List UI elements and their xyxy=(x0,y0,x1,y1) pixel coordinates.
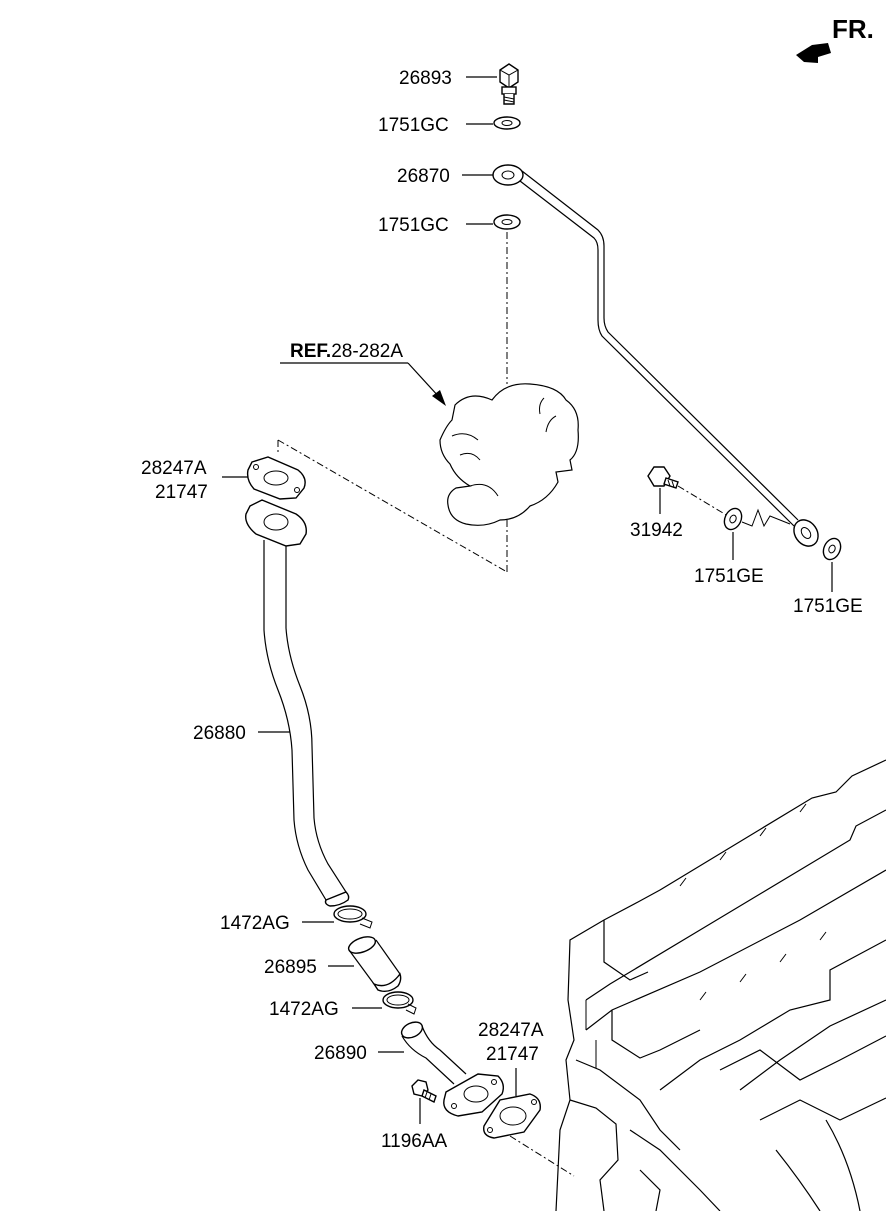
reference-label: REF.28-282A xyxy=(290,341,403,362)
callout-label: 1751GC xyxy=(378,115,449,136)
callout-label: 28247A xyxy=(478,1020,544,1041)
front-arrow-icon xyxy=(796,43,831,63)
engine-block-outline xyxy=(555,759,886,1211)
callout-label: 1196AA xyxy=(381,1131,448,1152)
turbocharger-outline xyxy=(439,383,579,526)
oil-feed-pipe xyxy=(492,164,819,547)
reference-prefix: REF. xyxy=(290,341,331,362)
sealing-washer-lower-2 xyxy=(822,537,842,561)
callout-label: 1751GC xyxy=(378,215,449,236)
rubber-hose xyxy=(347,936,402,993)
hose-clamp-lower xyxy=(382,991,417,1015)
front-direction-label: FR. xyxy=(832,14,874,44)
callout-label: 26880 xyxy=(193,723,246,744)
callout-label: 21747 xyxy=(155,482,208,503)
sealing-washer-second xyxy=(493,214,521,230)
callout-label: 21747 xyxy=(486,1044,539,1065)
callout-label: 1751GE xyxy=(793,596,863,617)
sealing-washer-top xyxy=(493,116,521,130)
flange-bolt xyxy=(411,1079,437,1103)
callout-label: 1751GE xyxy=(694,566,764,587)
callout-label: 31942 xyxy=(630,520,683,541)
upper-gasket xyxy=(246,456,306,500)
callout-label: 26895 xyxy=(264,957,317,978)
eye-bolt-lower xyxy=(647,466,679,489)
reference-arrow-icon xyxy=(432,390,446,406)
reference-code: 28-282A xyxy=(331,341,403,362)
callout-label: 26890 xyxy=(314,1043,367,1064)
banjo-bolt-top xyxy=(499,63,519,105)
reference-callout: REF.28-282A xyxy=(280,341,446,406)
lower-gasket xyxy=(483,1093,541,1139)
callout-label: 26870 xyxy=(397,166,450,187)
return-elbow-tube xyxy=(400,1021,505,1117)
front-direction-indicator: FR. xyxy=(796,14,874,63)
oil-return-pipe xyxy=(245,499,350,907)
hose-clamp-upper xyxy=(333,905,373,929)
sealing-washer-lower-1 xyxy=(723,507,743,531)
callout-label: 1472AG xyxy=(269,999,339,1020)
callout-label: 1472AG xyxy=(220,913,290,934)
callout-label: 26893 xyxy=(399,68,452,89)
callout-label: 28247A xyxy=(141,458,207,479)
